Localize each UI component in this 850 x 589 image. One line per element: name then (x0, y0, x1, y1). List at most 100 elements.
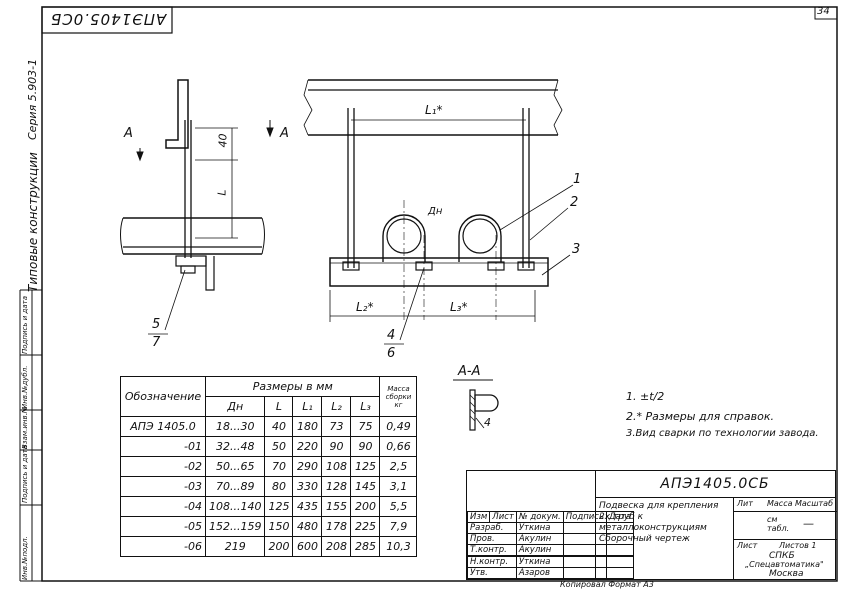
role: Разраб. (467, 522, 517, 534)
lit-label: Лит (737, 499, 753, 508)
head-col: Подпись (562, 511, 607, 523)
table-header-L: L (264, 396, 294, 417)
cell: 0,66 (379, 436, 418, 457)
cell: 600 (292, 536, 323, 557)
side-view (120, 79, 274, 335)
side-series: Серия 5.903-1 (26, 58, 39, 140)
role-name: Уткина (515, 522, 564, 534)
cell: 285 (350, 536, 381, 557)
cell (605, 544, 635, 556)
callout-6: 6 (387, 346, 396, 361)
cell: 145 (350, 476, 381, 497)
role-name: Акулин (515, 533, 564, 545)
mass-value: см табл. (767, 515, 790, 533)
cell: 125 (264, 496, 294, 517)
cell: -02 (120, 456, 206, 477)
dim-dn: Дн (428, 206, 443, 217)
section-label-right: А (280, 126, 289, 141)
dim-L: L (215, 189, 229, 196)
role: Утв. (467, 567, 517, 579)
cell (562, 556, 607, 568)
scale-value: — (803, 517, 814, 530)
cell: 3,1 (379, 476, 418, 497)
cell: 5,5 (379, 496, 418, 517)
front-view (303, 79, 574, 345)
cell: 80 (264, 476, 294, 497)
cell: -05 (120, 516, 206, 537)
table-header-mass: Масса сборки кг (379, 376, 418, 417)
cell: 73 (321, 416, 352, 437)
role-name: Уткина (515, 556, 564, 568)
sheet-number-box (814, 6, 838, 20)
cell: -01 (120, 436, 206, 457)
sheet-number: 34 (817, 6, 830, 17)
cell: 480 (292, 516, 323, 537)
table-header-L1: L₁ (292, 396, 323, 417)
cell: -06 (120, 536, 206, 557)
stamp-1: Инв.№подл. (21, 536, 29, 580)
cell (562, 567, 607, 579)
mass-label: Масса (767, 499, 793, 508)
cell: 219 (204, 536, 266, 557)
role: Н.контр. (467, 556, 517, 568)
stamp-5: Подпись и дата (21, 296, 29, 354)
cell: 50 (264, 436, 294, 457)
section-detail (453, 379, 499, 431)
role: Т.контр. (467, 544, 517, 556)
callout-2: 2 (570, 195, 579, 210)
cell: 125 (350, 456, 381, 477)
section-weld: 4 (484, 416, 491, 429)
cell: 290 (292, 456, 323, 477)
head-col: Дата (605, 511, 635, 523)
side-title: Типовые конструкции (26, 152, 40, 292)
cell: 435 (292, 496, 323, 517)
note-3: 3.Вид сварки по технологии завода. (626, 428, 819, 439)
table-header-L3: L₃ (350, 396, 381, 417)
dim-L2: L₂* (356, 300, 374, 314)
title-block: АПЭ1405.0СБ Подвеска для крепления 2х тр… (466, 470, 837, 580)
cell (605, 533, 635, 545)
note-2: 2.* Размеры для справок. (626, 410, 775, 423)
cell: 2,5 (379, 456, 418, 477)
title-code-cell: АПЭ1405.0СБ (595, 471, 835, 498)
sheet-label: Лист (737, 541, 758, 550)
cell (605, 556, 635, 568)
cell: 180 (292, 416, 323, 437)
table-header-L2: L₂ (321, 396, 352, 417)
org-line-2: „Спецавтоматика" (745, 560, 824, 569)
org-line-1: СПКБ (769, 551, 795, 561)
callout-7: 7 (152, 335, 161, 350)
head-col: Лист (489, 511, 517, 523)
cell (562, 533, 607, 545)
cell (562, 544, 607, 556)
cell: 225 (350, 516, 381, 537)
dim-L3: L₃* (450, 300, 468, 314)
callout-5: 5 (152, 317, 161, 332)
cell: 18...30 (204, 416, 266, 437)
cell: 200 (350, 496, 381, 517)
cell: 128 (321, 476, 352, 497)
cell: 150 (264, 516, 294, 537)
cell: 90 (321, 436, 352, 457)
drawing-frame (41, 6, 838, 582)
dim-40: 40 (216, 133, 230, 148)
cell (562, 522, 607, 534)
note-1: 1. ±t/2 (626, 390, 665, 403)
table-header-designation: Обозначение (120, 376, 206, 417)
cell: 70 (264, 456, 294, 477)
cell: 330 (292, 476, 323, 497)
document-code: АПЭ1405.0СБ (660, 476, 770, 492)
cell: 40 (264, 416, 294, 437)
callout-1: 1 (573, 172, 582, 187)
cell: 7,9 (379, 516, 418, 537)
cell: -04 (120, 496, 206, 517)
cell: АПЭ 1405.0 (120, 416, 206, 437)
cell: 155 (321, 496, 352, 517)
